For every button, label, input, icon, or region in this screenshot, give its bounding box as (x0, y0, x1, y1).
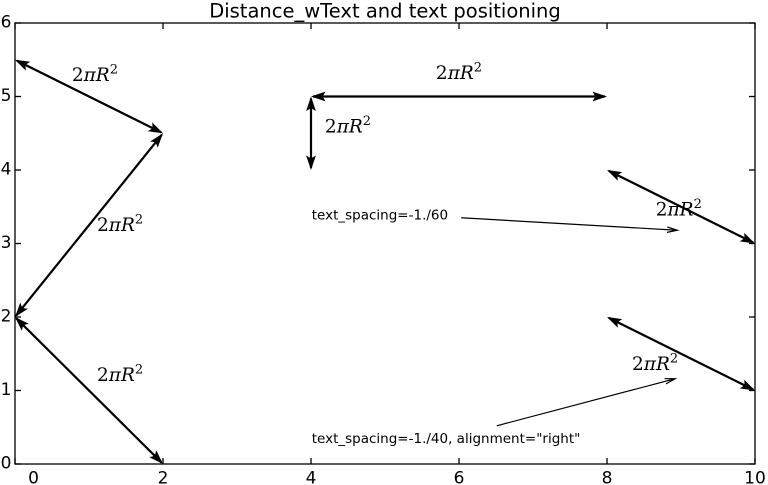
arrowhead (607, 317, 623, 328)
x-tick-label: 8 (602, 469, 613, 485)
arrowhead (15, 317, 29, 331)
x-tick-label: 2 (158, 469, 169, 485)
arrowhead (592, 91, 607, 102)
annotation-arrow (496, 378, 676, 427)
measure-arrow: 2πR2 (15, 133, 163, 317)
annotation-arrowhead (664, 378, 678, 385)
arrowhead (15, 302, 28, 317)
annotation: text_spacing=-1./40, alignment="right" (312, 378, 678, 447)
annotation-arrowhead (666, 226, 680, 233)
arrowhead (306, 96, 316, 111)
x-tick-label: 10 (744, 469, 766, 485)
annotation: text_spacing=-1./60 (312, 208, 680, 233)
arrowhead (306, 155, 316, 170)
arrowhead (15, 59, 31, 71)
y-tick-label: 1 (1, 380, 12, 400)
measure-arrow-label: 2πR2 (97, 213, 143, 237)
arrowhead (149, 450, 163, 464)
measure-arrow-label: 2πR2 (632, 352, 678, 376)
measure-arrow-label: 2πR2 (97, 363, 143, 387)
tick-labels: 0 2 4 6 8 10 0 1 2 3 4 5 6 (1, 13, 766, 485)
arrow-shaft (15, 134, 163, 317)
chart-title: Distance_wText and text positioning (209, 0, 561, 23)
arrowhead (147, 122, 163, 134)
y-tick-label: 3 (1, 233, 12, 253)
measure-arrow-label: 2πR2 (72, 63, 118, 87)
arrowhead (607, 170, 623, 181)
y-tick-label: 2 (1, 307, 12, 327)
y-tick-label: 0 (1, 454, 12, 474)
measure-arrow-label: 2πR2 (325, 114, 371, 138)
arrow-shaft (16, 59, 162, 134)
measure-arrow: 2πR2 (607, 169, 755, 244)
axes-frame (14, 22, 756, 465)
arrowhead (739, 379, 755, 391)
measure-arrow-label: 2πR2 (656, 197, 702, 221)
measure-arrow: 2πR2 (15, 317, 163, 464)
measure-arrow: 2πR2 (311, 60, 607, 102)
measure-arrow: 2πR2 (15, 59, 163, 134)
arrow-shaft (608, 316, 754, 391)
arrowhead (150, 133, 163, 148)
arrowhead (739, 232, 755, 244)
annotations-layer: text_spacing=-1./60 text_spacing=-1./40, … (312, 208, 680, 447)
measure-arrow: 2πR2 (607, 316, 755, 391)
annotation-text: text_spacing=-1./60 (312, 208, 448, 224)
arrow-shaft (608, 169, 754, 244)
annotation-text: text_spacing=-1./40, alignment="right" (312, 431, 581, 447)
arrow-shaft (15, 317, 163, 464)
y-tick-label: 6 (1, 13, 12, 33)
x-tick-label: 0 (28, 469, 39, 485)
x-tick-label: 6 (454, 469, 465, 485)
y-tick-label: 5 (1, 86, 12, 106)
axes (14, 22, 756, 465)
y-tick-label: 4 (1, 160, 12, 180)
measure-arrow-label: 2πR2 (436, 60, 482, 84)
arrows-layer: 2πR2 2πR2 2πR2 2πR2 2πR2 2πR2 2πR2 (15, 59, 755, 464)
annotation-arrow (461, 217, 678, 231)
arrowhead (311, 91, 326, 102)
x-tick-label: 4 (306, 469, 317, 485)
measure-arrow: 2πR2 (306, 96, 371, 170)
